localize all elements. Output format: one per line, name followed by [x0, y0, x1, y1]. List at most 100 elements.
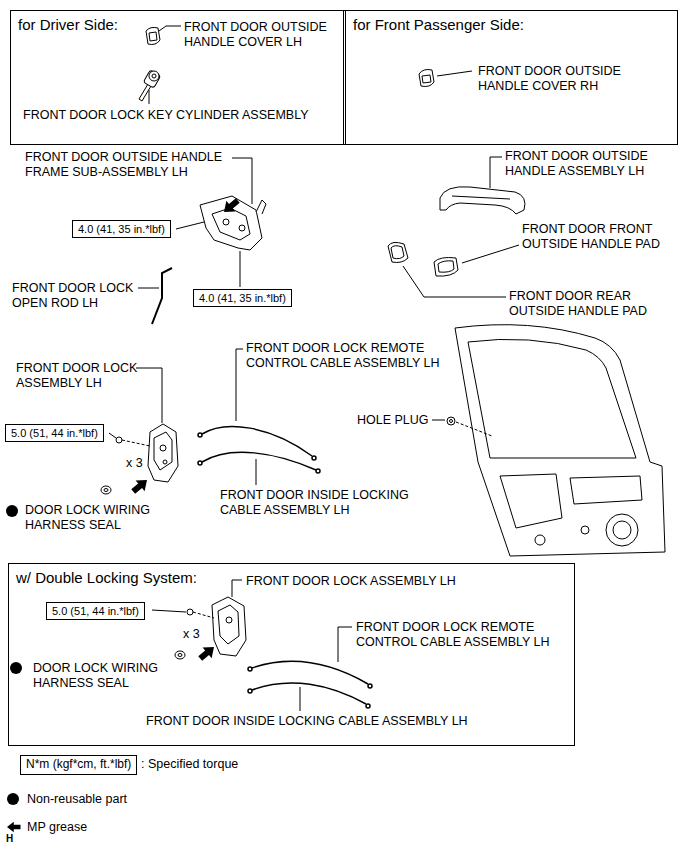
- door-panel: [450, 420, 453, 423]
- handle-frame: [200, 196, 262, 250]
- part-label: FRONT DOOR OUTSIDE HANDLE FRAME SUB-ASSE…: [25, 150, 240, 180]
- open-rod: [152, 268, 172, 324]
- key-cylinder: [152, 74, 156, 78]
- handle-cover-rh: [419, 70, 434, 87]
- door-panel: [606, 514, 638, 546]
- non-reusable-dots: [6, 505, 18, 517]
- part-label: FRONT DOOR REAR OUTSIDE HANDLE PAD: [509, 289, 681, 319]
- part-label: FRONT DOOR OUTSIDE HANDLE ASSEMBLY LH: [505, 149, 680, 179]
- cables: [202, 427, 312, 456]
- part-label: FRONT DOOR OUTSIDE HANDLE COVER RH: [478, 64, 668, 94]
- outside-handle: [440, 187, 525, 214]
- part-label: DOOR LOCK WIRING HARNESS SEAL: [25, 503, 190, 533]
- double-cables: [248, 689, 252, 693]
- part-label: DOOR LOCK WIRING HARNESS SEAL: [33, 661, 183, 691]
- key-cylinder: [139, 84, 151, 101]
- door-panel: [500, 474, 562, 528]
- handle-cover-lh: [149, 32, 157, 41]
- handle-cover-lh: [146, 27, 160, 44]
- cables: [198, 427, 320, 473]
- torque-box: 5.0 (51, 44 in.*lbf): [5, 424, 104, 442]
- rear-handle-pad: [388, 242, 408, 262]
- cables: [198, 461, 202, 465]
- torque-box: 5.0 (51, 44 in.*lbf): [46, 602, 145, 620]
- part-label: FRONT DOOR FRONT OUTSIDE HANDLE PAD: [522, 222, 682, 252]
- legend-text: MP grease: [27, 820, 87, 835]
- cables: [312, 456, 316, 460]
- double-lock: [187, 609, 193, 615]
- panel-title: for Driver Side:: [18, 16, 118, 34]
- handle-frame: [256, 200, 266, 214]
- front-handle-pad: [434, 258, 458, 277]
- legend-torque-box: N*m (kgf*cm, ft.*lbf): [20, 755, 137, 775]
- door-panel: [581, 526, 589, 534]
- door-panel: [570, 476, 642, 504]
- torque-value: 4.0 (41, 35 in.*lbf): [199, 291, 286, 305]
- torque-box: 4.0 (41, 35 in.*lbf): [193, 289, 292, 307]
- double-lock: [178, 654, 182, 657]
- panel-title: for Front Passenger Side:: [353, 16, 524, 34]
- quantity-label: x 3: [126, 456, 143, 471]
- handle-cover-rh: [419, 70, 434, 87]
- variant-panel: w/ Double Locking System:FRONT DOOR LOCK…: [8, 563, 575, 746]
- cables: [316, 469, 320, 473]
- handle-frame: [239, 225, 245, 231]
- part-label: FRONT DOOR LOCK KEY CYLINDER ASSEMBLY: [23, 108, 309, 123]
- double-lock: [193, 612, 214, 618]
- leader-lines: [176, 222, 204, 229]
- variant-panel: for Front Passenger Side: FRONT DOOR OUTS…: [343, 10, 678, 145]
- non-reusable-dots: [10, 662, 22, 674]
- front-handle-pad: [434, 258, 458, 277]
- double-lock: [218, 605, 239, 644]
- door-lock: [101, 486, 111, 494]
- double-cables: [366, 704, 370, 708]
- leader-lines: [152, 610, 186, 612]
- torque-value: 5.0 (51, 44 in.*lbf): [11, 426, 98, 440]
- part-label: FRONT DOOR LOCK OPEN ROD LH: [12, 281, 162, 311]
- double-lock: [212, 597, 246, 656]
- leader-lines: [437, 71, 472, 76]
- double-cables: [252, 683, 366, 704]
- double-cables: [248, 661, 372, 708]
- leader-lines: [109, 433, 116, 438]
- leader-lines: [149, 90, 150, 104]
- grease-arrows: [220, 195, 243, 217]
- key-cylinder: [143, 70, 160, 88]
- handle-frame: [200, 196, 266, 250]
- non-reusable-dots: [7, 793, 19, 805]
- door-panel: [455, 325, 665, 556]
- handle-cover-lh: [146, 27, 160, 44]
- quantity-label: x 3: [183, 627, 200, 642]
- open-rod: [152, 268, 172, 324]
- key-cylinder: [139, 70, 161, 101]
- leader-lines: [136, 368, 162, 423]
- key-cylinder: [149, 71, 159, 81]
- handle-frame: [212, 208, 250, 240]
- door-lock: [148, 424, 178, 482]
- grease-arrows: [129, 475, 152, 497]
- panel-title: w/ Double Locking System:: [16, 569, 197, 587]
- door-panel: [613, 521, 631, 539]
- door-panel: [468, 339, 636, 458]
- leader-lines: [159, 26, 181, 31]
- handle-cover-rh: [422, 75, 431, 83]
- rear-handle-pad: [388, 242, 408, 262]
- cables: [198, 433, 202, 437]
- grease-arrows: [196, 642, 219, 664]
- door-lock: [154, 432, 172, 470]
- door-panel: [447, 325, 665, 556]
- variant-panel: for Driver Side: FRONT DOOR OUTSIDE HANDL…: [10, 10, 346, 145]
- legend-text: Non-reusable part: [27, 792, 127, 807]
- part-label: HOLE PLUG: [357, 413, 429, 428]
- double-cables: [368, 684, 372, 688]
- outside-handle: [440, 187, 525, 214]
- part-label: FRONT DOOR OUTSIDE HANDLE COVER LH: [184, 20, 342, 50]
- figure-code: H: [6, 833, 13, 845]
- door-panel: [535, 535, 545, 545]
- torque-value: 5.0 (51, 44 in.*lbf): [52, 604, 139, 618]
- handle-frame: [223, 219, 229, 225]
- double-cables: [252, 661, 368, 684]
- leader-lines: [109, 26, 519, 711]
- double-cables: [248, 667, 252, 671]
- part-label: FRONT DOOR LOCK REMOTE CONTROL CABLE ASS…: [246, 341, 468, 371]
